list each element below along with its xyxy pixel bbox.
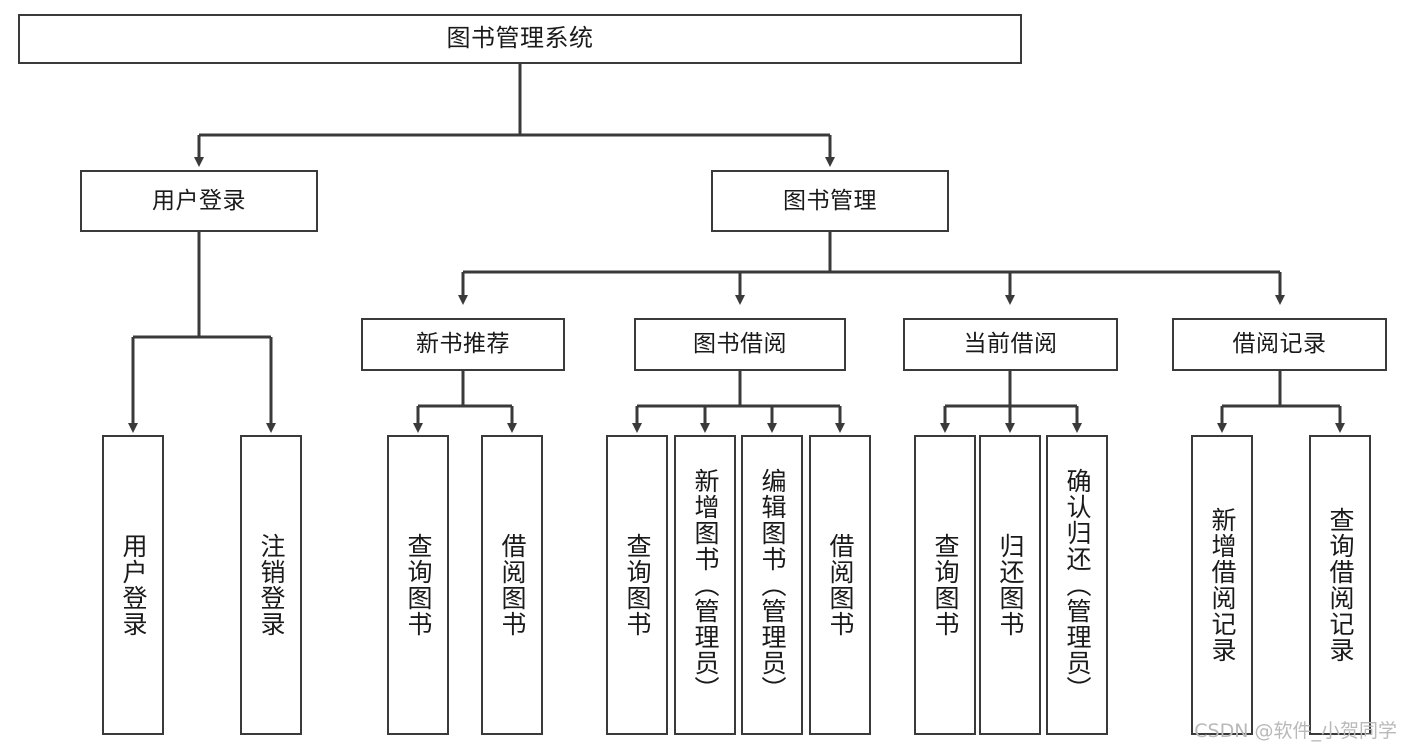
leaf-borrow-record-1-label: 查询借阅记录 xyxy=(1326,507,1355,663)
leaf-new-book-1[interactable]: 借阅图书 xyxy=(481,435,543,735)
leaf-current-borrow-2[interactable]: 确认归还（管理员） xyxy=(1046,435,1108,735)
leaf-current-borrow-1-label: 归还图书 xyxy=(996,533,1025,637)
node-user-login[interactable]: 用户登录 xyxy=(80,170,318,232)
leaf-book-borrow-3[interactable]: 借阅图书 xyxy=(809,435,871,735)
node-book-borrow[interactable]: 图书借阅 xyxy=(634,318,846,371)
leaf-current-borrow-1[interactable]: 归还图书 xyxy=(979,435,1041,735)
leaf-book-borrow-2[interactable]: 编辑图书（管理员） xyxy=(741,435,803,735)
leaf-borrow-record-0-label: 新增借阅记录 xyxy=(1208,507,1237,663)
leaf-borrow-record-1[interactable]: 查询借阅记录 xyxy=(1309,435,1371,735)
leaf-user-login-1[interactable]: 注销登录 xyxy=(240,435,302,735)
node-current-borrow-label: 当前借阅 xyxy=(963,331,1058,358)
leaf-current-borrow-2-label: 确认归还（管理员） xyxy=(1063,468,1092,702)
node-new-book-recommend-label: 新书推荐 xyxy=(416,331,510,358)
leaf-book-borrow-1-label: 新增图书（管理员） xyxy=(691,468,720,702)
leaf-current-borrow-0-label: 查询图书 xyxy=(931,533,960,637)
leaf-book-borrow-0[interactable]: 查询图书 xyxy=(606,435,668,735)
node-new-book-recommend[interactable]: 新书推荐 xyxy=(361,318,565,371)
node-borrow-record-label: 借阅记录 xyxy=(1232,331,1327,358)
node-borrow-record[interactable]: 借阅记录 xyxy=(1172,318,1387,371)
leaf-book-borrow-2-label: 编辑图书（管理员） xyxy=(758,468,787,702)
leaf-book-borrow-1[interactable]: 新增图书（管理员） xyxy=(674,435,736,735)
node-book-management[interactable]: 图书管理 xyxy=(711,170,949,232)
watermark-text: CSDN @软件_小贺同学 xyxy=(1194,720,1397,742)
node-user-login-label: 用户登录 xyxy=(152,187,246,214)
leaf-new-book-0[interactable]: 查询图书 xyxy=(387,435,449,735)
leaf-new-book-0-label: 查询图书 xyxy=(404,533,433,637)
node-root[interactable]: 图书管理系统 xyxy=(18,14,1022,64)
leaf-borrow-record-0[interactable]: 新增借阅记录 xyxy=(1191,435,1253,735)
leaf-book-borrow-3-label: 借阅图书 xyxy=(826,533,855,637)
leaf-current-borrow-0[interactable]: 查询图书 xyxy=(914,435,976,735)
node-book-management-label: 图书管理 xyxy=(783,187,877,214)
leaf-user-login-1-label: 注销登录 xyxy=(257,533,286,637)
leaf-book-borrow-0-label: 查询图书 xyxy=(623,533,652,637)
node-book-borrow-label: 图书借阅 xyxy=(693,331,787,358)
node-current-borrow[interactable]: 当前借阅 xyxy=(903,318,1118,371)
leaf-user-login-0-label: 用户登录 xyxy=(119,533,148,637)
leaf-new-book-1-label: 借阅图书 xyxy=(498,533,527,637)
node-root-label: 图书管理系统 xyxy=(446,24,594,53)
leaf-user-login-0[interactable]: 用户登录 xyxy=(102,435,164,735)
